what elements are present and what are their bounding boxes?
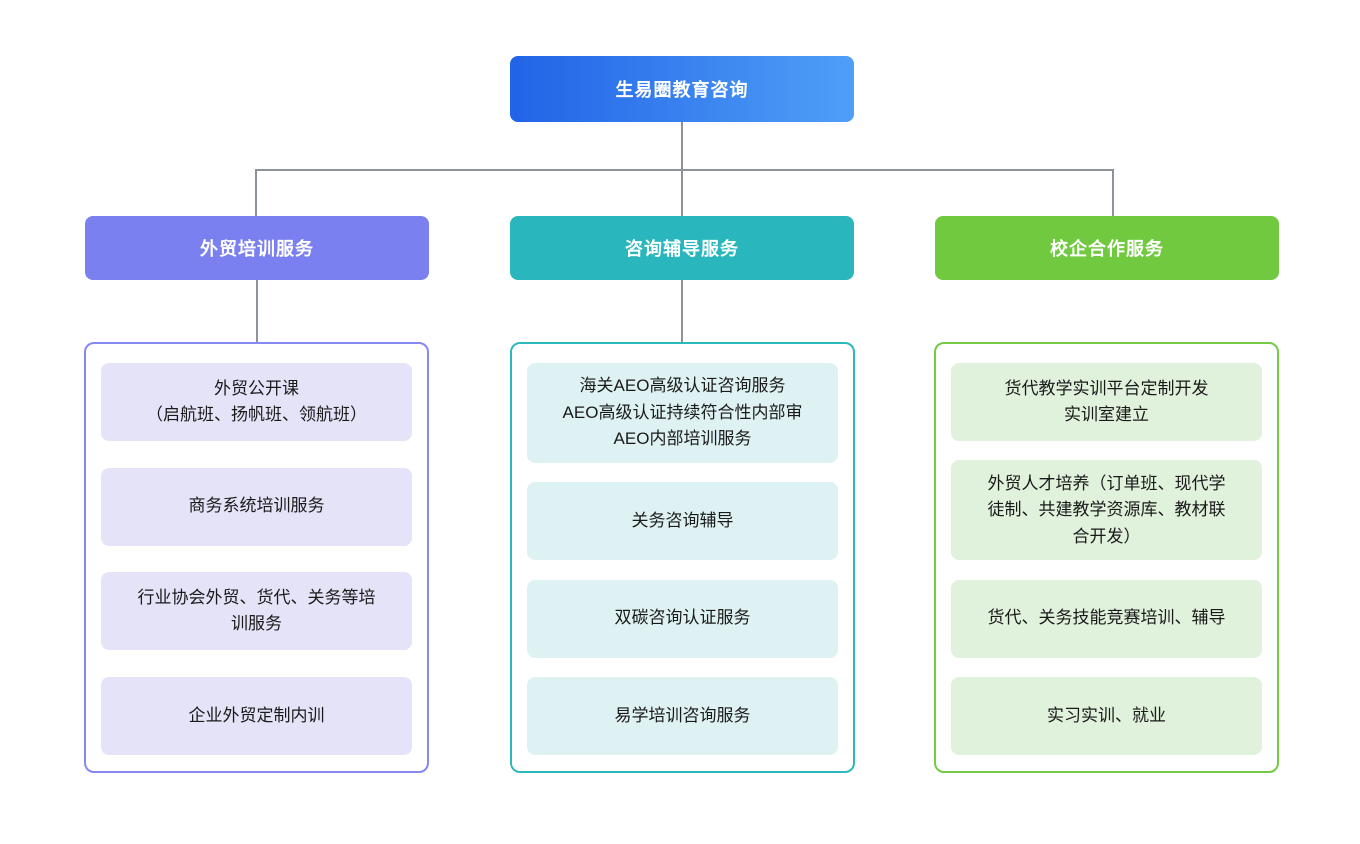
root-node-label: 生易圈教育咨询: [615, 80, 749, 100]
connector-root-stem: [681, 122, 683, 169]
branch-header-consulting: 咨询辅导服务: [510, 216, 854, 280]
connector-drop-branch-2: [681, 169, 683, 216]
connector-branch-2-to-box: [681, 280, 683, 342]
diagram-item: 海关AEO高级认证咨询服务 AEO高级认证持续符合性内部审 AEO内部培训服务: [527, 363, 838, 463]
diagram-item: 商务系统培训服务: [101, 467, 412, 546]
diagram-item: 易学培训咨询服务: [527, 676, 838, 755]
branch-header-school-enterprise: 校企合作服务: [935, 216, 1279, 280]
root-node: 生易圈教育咨询: [510, 56, 854, 122]
diagram-item: 行业协会外贸、货代、关务等培 训服务: [101, 572, 412, 651]
diagram-item: 外贸人才培养（订单班、现代学 徒制、共建教学资源库、教材联 合开发）: [951, 460, 1262, 561]
diagram-item: 关务咨询辅导: [527, 482, 838, 561]
diagram-item: 外贸公开课 （启航班、扬帆班、领航班）: [101, 363, 412, 441]
connector-drop-branch-3: [1112, 169, 1114, 216]
branch-header-label: 校企合作服务: [1050, 239, 1164, 259]
branch-box-school-enterprise: 货代教学实训平台定制开发 实训室建立 外贸人才培养（订单班、现代学 徒制、共建教…: [934, 342, 1279, 773]
connector-horizontal-bar: [255, 169, 1113, 171]
diagram-item: 货代教学实训平台定制开发 实训室建立: [951, 363, 1262, 441]
branch-box-trade-training: 外贸公开课 （启航班、扬帆班、领航班） 商务系统培训服务 行业协会外贸、货代、关…: [84, 342, 429, 773]
branch-header-trade-training: 外贸培训服务: [85, 216, 429, 280]
branch-header-label: 咨询辅导服务: [625, 239, 739, 259]
diagram-item: 实习实训、就业: [951, 676, 1262, 755]
branch-header-label: 外贸培训服务: [200, 239, 314, 259]
diagram-item: 双碳咨询认证服务: [527, 579, 838, 658]
diagram-item: 企业外贸定制内训: [101, 676, 412, 755]
diagram-item: 货代、关务技能竞赛培训、辅导: [951, 579, 1262, 658]
connector-drop-branch-1: [255, 169, 257, 216]
connector-branch-1-to-box: [256, 280, 258, 342]
branch-box-consulting: 海关AEO高级认证咨询服务 AEO高级认证持续符合性内部审 AEO内部培训服务 …: [510, 342, 855, 773]
